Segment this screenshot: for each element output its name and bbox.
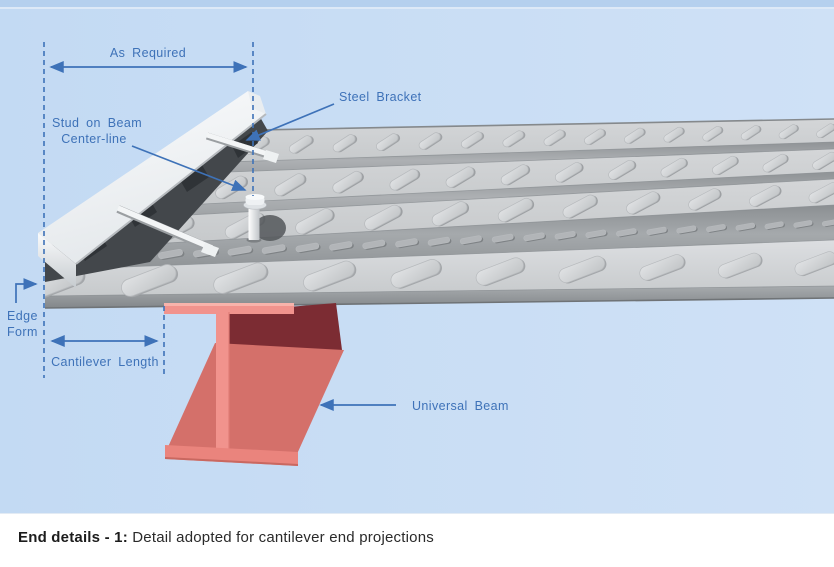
figure-caption-number: End details - 1:	[18, 529, 128, 546]
steel-bracket-lower	[116, 205, 219, 257]
stud-shadow	[254, 215, 286, 241]
figure-caption: End details - 1: Detail adopted for cant…	[18, 529, 434, 546]
figure-caption-text: Detail adopted for cantilever end projec…	[127, 529, 434, 546]
steel-bracket-label: Steel Bracket	[339, 90, 422, 104]
steel-bracket-upper	[205, 132, 279, 163]
edge-form-label-line1: Edge	[7, 309, 38, 323]
universal-beam	[164, 303, 344, 466]
edge-form-label-line2: Form	[7, 325, 38, 339]
edge-form-leader-arrow	[15, 278, 38, 303]
shear-stud	[243, 194, 267, 243]
as-required-label: As Required	[110, 46, 186, 60]
figure-caption-bar: End details - 1: Detail adopted for cant…	[0, 513, 834, 567]
stud-leader-arrow	[131, 145, 247, 191]
top-border-highlight	[0, 7, 834, 9]
steel-bracket-leader-arrow	[245, 103, 335, 141]
stud-label-line1: Stud on Beam	[52, 116, 142, 130]
universal-beam-label: Universal Beam	[412, 399, 509, 413]
cantilever-length-label: Cantilever Length	[51, 355, 159, 369]
stud-label-line2: Center-line	[61, 132, 127, 146]
cantilever-end-detail-illustration: As Required Steel Bracket Stud on Beam C…	[0, 0, 834, 513]
top-border-strip	[0, 0, 834, 7]
